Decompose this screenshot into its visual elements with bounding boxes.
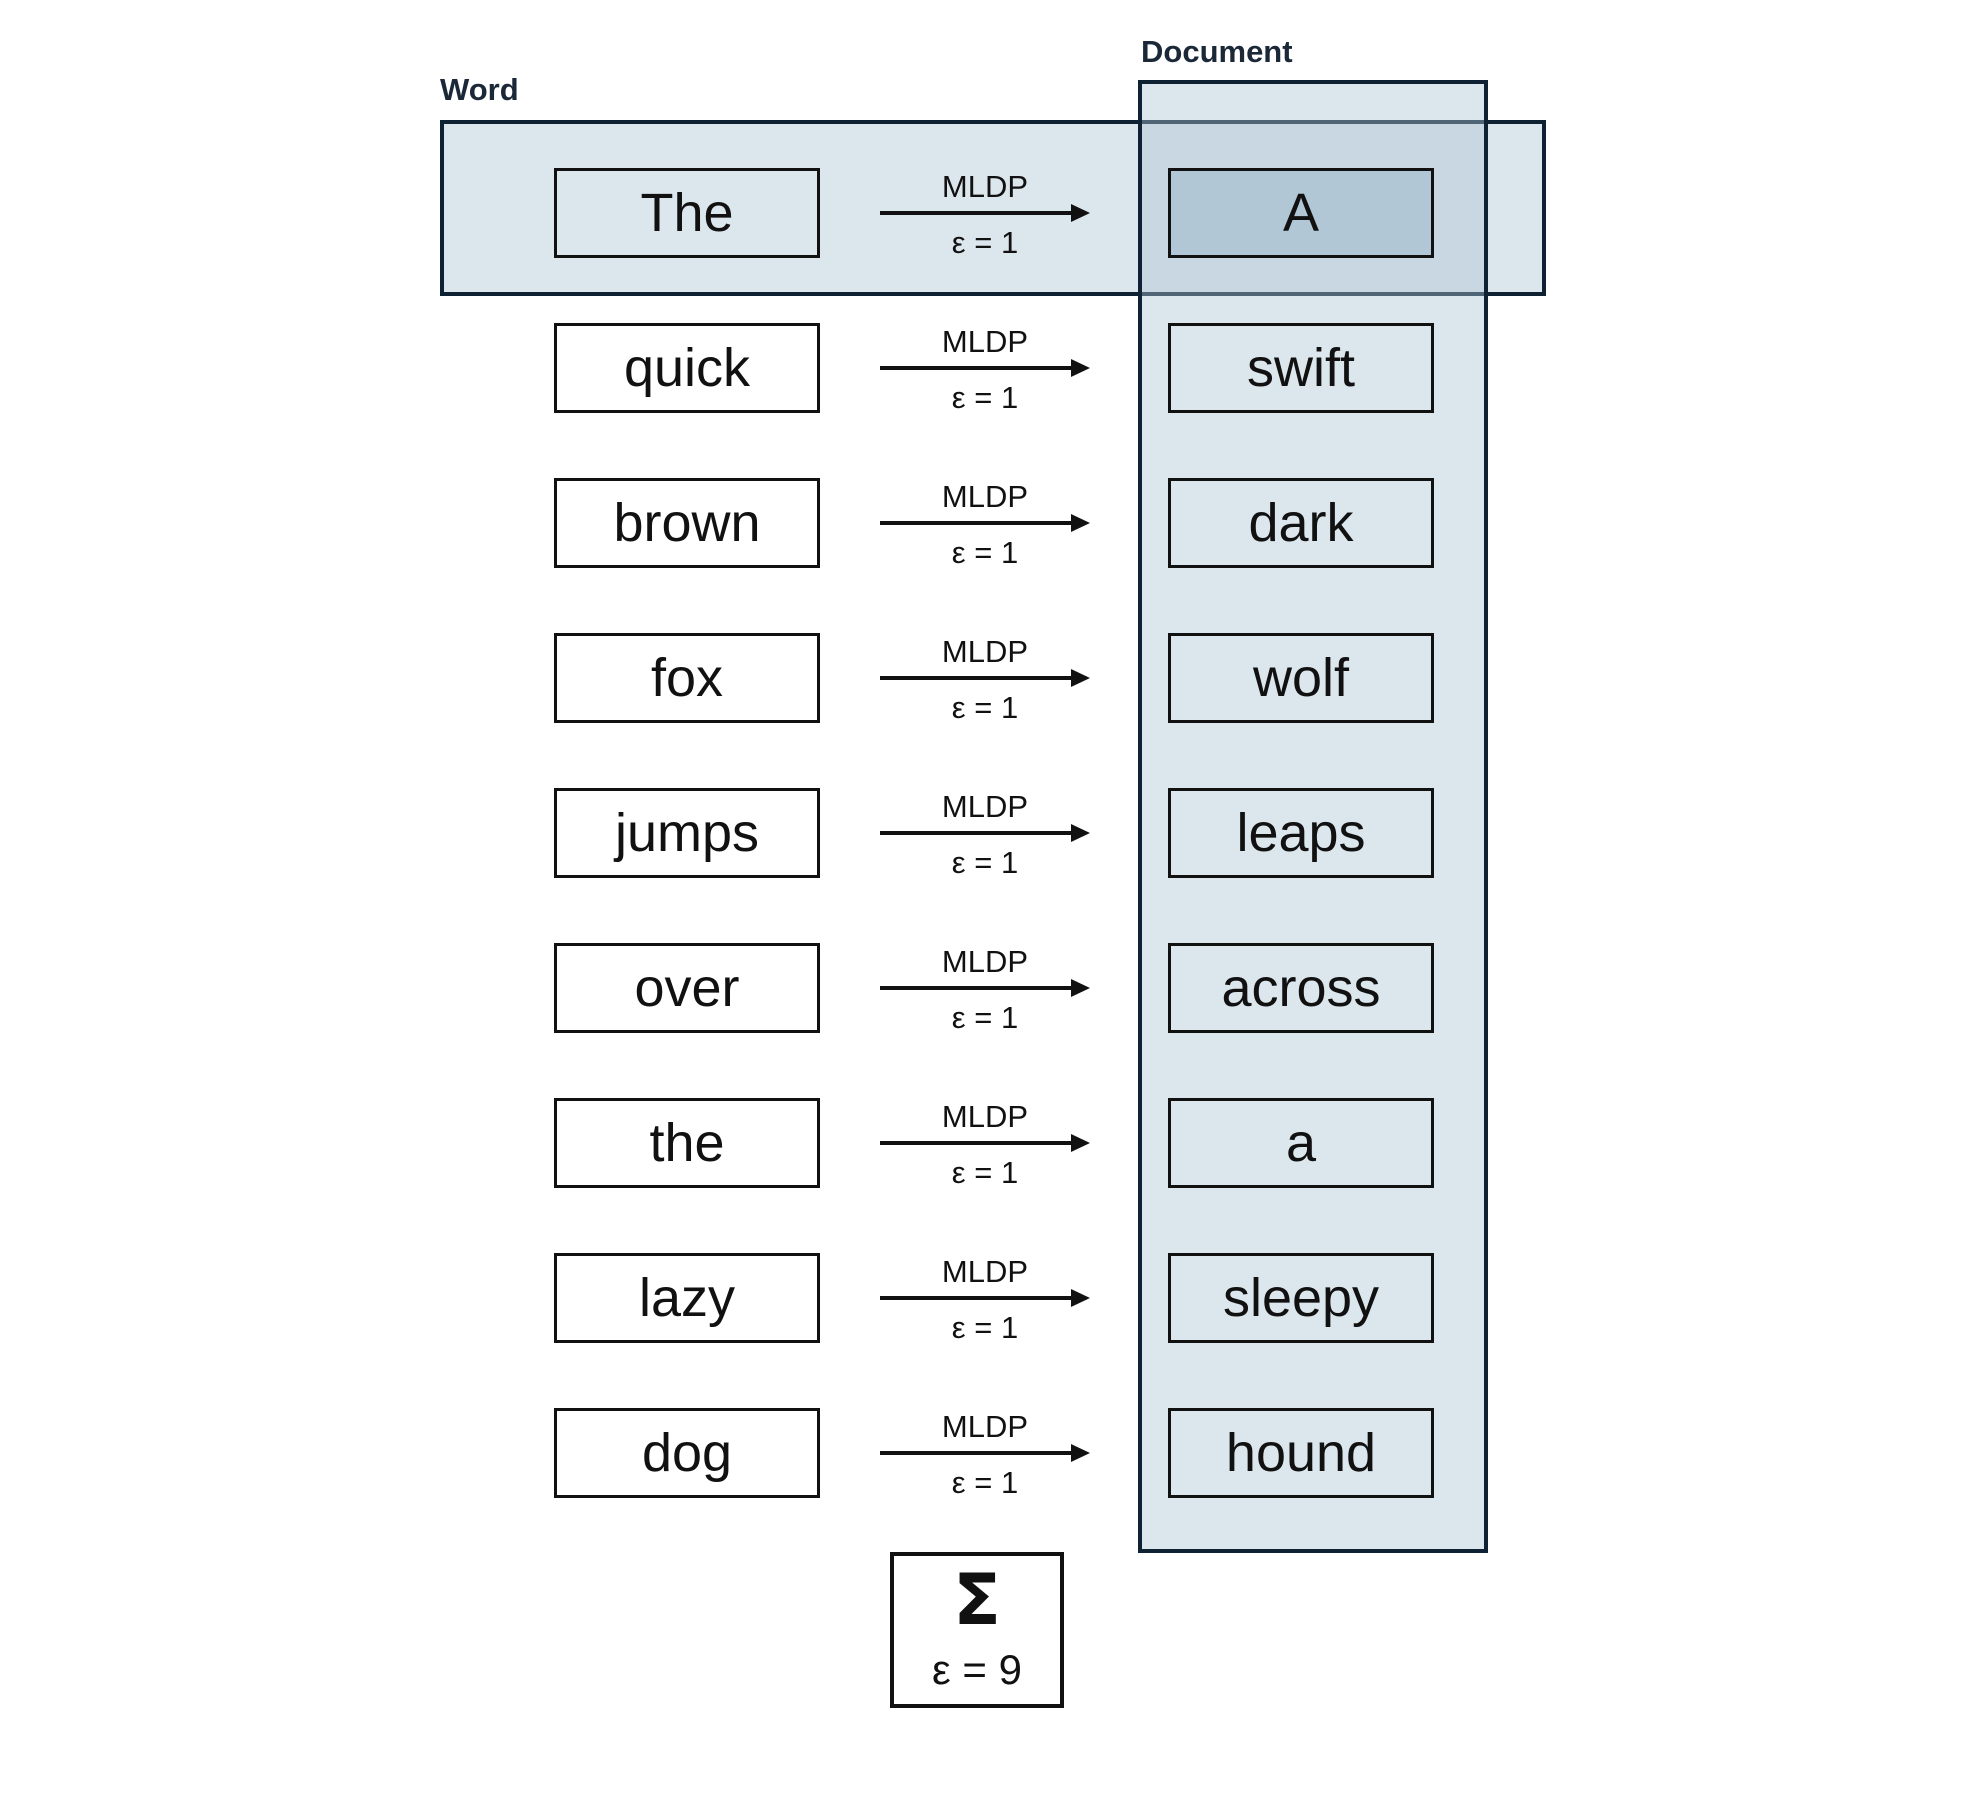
arrow-head-icon xyxy=(1071,824,1090,842)
arrow-head-icon xyxy=(1071,1289,1090,1307)
epsilon-label: ε = 1 xyxy=(951,225,1019,260)
epsilon-label: ε = 1 xyxy=(951,1000,1019,1035)
original-word-box: fox xyxy=(554,633,820,723)
substitution-arrow xyxy=(880,1443,1090,1463)
mechanism-label: MLDP xyxy=(941,479,1029,514)
substituted-word-box: a xyxy=(1168,1098,1434,1188)
original-word-box: dog xyxy=(554,1408,820,1498)
substitution-arrow xyxy=(880,978,1090,998)
epsilon-label: ε = 1 xyxy=(951,1310,1019,1345)
epsilon-label: ε = 1 xyxy=(951,690,1019,725)
arrow-head-icon xyxy=(1071,514,1090,532)
mechanism-label: MLDP xyxy=(941,1409,1029,1444)
epsilon-label: ε = 1 xyxy=(951,1155,1019,1190)
word-region-highlight xyxy=(440,120,1546,296)
substitution-arrow xyxy=(880,513,1090,533)
original-word-box: The xyxy=(554,168,820,258)
substitution-arrow xyxy=(880,823,1090,843)
arrow-shaft xyxy=(880,521,1074,525)
substituted-word-box: leaps xyxy=(1168,788,1434,878)
substitution-arrow xyxy=(880,1133,1090,1153)
substituted-word-box: across xyxy=(1168,943,1434,1033)
mechanism-label: MLDP xyxy=(941,789,1029,824)
arrow-head-icon xyxy=(1071,669,1090,687)
document-region-label: Document xyxy=(1141,34,1293,69)
arrow-head-icon xyxy=(1071,204,1090,222)
arrow-head-icon xyxy=(1071,979,1090,997)
arrow-head-icon xyxy=(1071,359,1090,377)
substitution-arrow xyxy=(880,668,1090,688)
original-word-box: quick xyxy=(554,323,820,413)
substituted-word-box: A xyxy=(1168,168,1434,258)
total-epsilon-label: ε = 9 xyxy=(932,1646,1022,1693)
arrow-head-icon xyxy=(1071,1444,1090,1462)
epsilon-label: ε = 1 xyxy=(951,535,1019,570)
substitution-arrow xyxy=(880,1288,1090,1308)
original-word-box: lazy xyxy=(554,1253,820,1343)
arrow-shaft xyxy=(880,211,1074,215)
epsilon-label: ε = 1 xyxy=(951,380,1019,415)
mechanism-label: MLDP xyxy=(941,634,1029,669)
mechanism-label: MLDP xyxy=(941,1254,1029,1289)
original-word-box: the xyxy=(554,1098,820,1188)
substituted-word-box: hound xyxy=(1168,1408,1434,1498)
arrow-shaft xyxy=(880,1451,1074,1455)
original-word-box: brown xyxy=(554,478,820,568)
arrow-shaft xyxy=(880,1296,1074,1300)
substitution-arrow xyxy=(880,203,1090,223)
substituted-word-box: swift xyxy=(1168,323,1434,413)
arrow-head-icon xyxy=(1071,1134,1090,1152)
original-word-box: over xyxy=(554,943,820,1033)
arrow-shaft xyxy=(880,676,1074,680)
mechanism-label: MLDP xyxy=(941,944,1029,979)
arrow-shaft xyxy=(880,831,1074,835)
substitution-arrow xyxy=(880,358,1090,378)
arrow-shaft xyxy=(880,986,1074,990)
substituted-word-box: sleepy xyxy=(1168,1253,1434,1343)
arrow-shaft xyxy=(880,1141,1074,1145)
mechanism-label: MLDP xyxy=(941,1099,1029,1134)
epsilon-label: ε = 1 xyxy=(951,845,1019,880)
mechanism-label: MLDP xyxy=(941,324,1029,359)
sum-symbol: Σ xyxy=(953,1559,1001,1641)
word-region-label: Word xyxy=(440,72,519,107)
total-epsilon-box: Σ ε = 9 xyxy=(890,1552,1064,1708)
mechanism-label: MLDP xyxy=(941,169,1029,204)
original-word-box: jumps xyxy=(554,788,820,878)
epsilon-label: ε = 1 xyxy=(951,1465,1019,1500)
substituted-word-box: wolf xyxy=(1168,633,1434,723)
substituted-word-box: dark xyxy=(1168,478,1434,568)
arrow-shaft xyxy=(880,366,1074,370)
